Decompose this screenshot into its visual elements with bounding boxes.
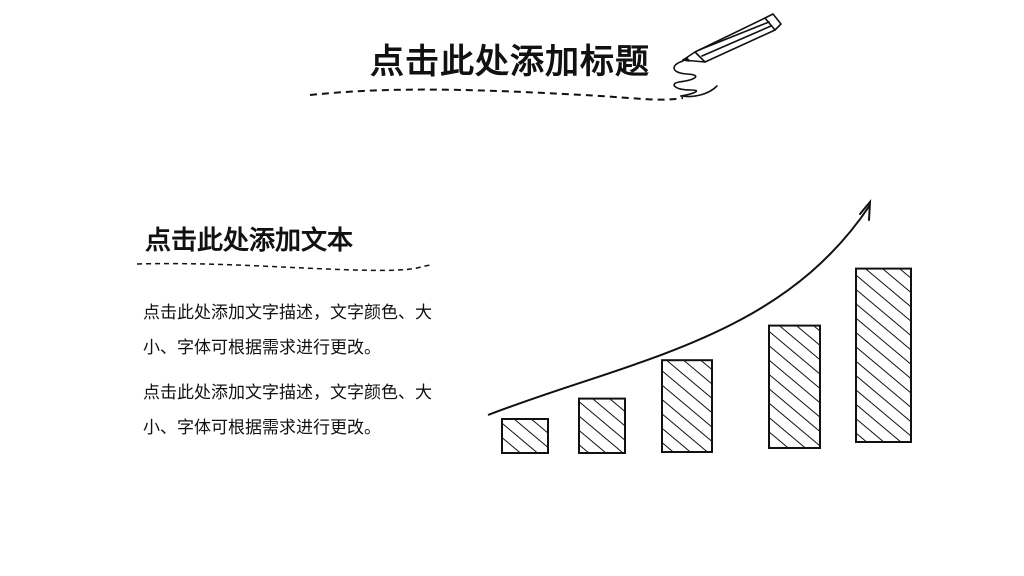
bar-1 (501, 418, 549, 454)
subtitle[interactable]: 点击此处添加文本 (145, 226, 354, 256)
description-paragraph-2[interactable]: 点击此处添加文字描述，文字颜色、大小、字体可根据需求进行更改。 (143, 383, 432, 438)
growth-bar-chart (487, 199, 912, 455)
description-paragraph-1[interactable]: 点击此处添加文字描述，文字颜色、大小、字体可根据需求进行更改。 (143, 303, 432, 358)
bar-3 (661, 359, 713, 453)
slide-title[interactable]: 点击此处添加标题 (370, 42, 650, 82)
pencil-icon (673, 13, 782, 98)
bar-4 (768, 324, 821, 450)
subtitle-underline (136, 262, 434, 272)
trend-arrow (487, 204, 871, 416)
title-underline (309, 88, 684, 101)
trend-arrow-head (859, 199, 872, 221)
bar-2 (578, 397, 626, 455)
bar-5 (855, 267, 912, 443)
